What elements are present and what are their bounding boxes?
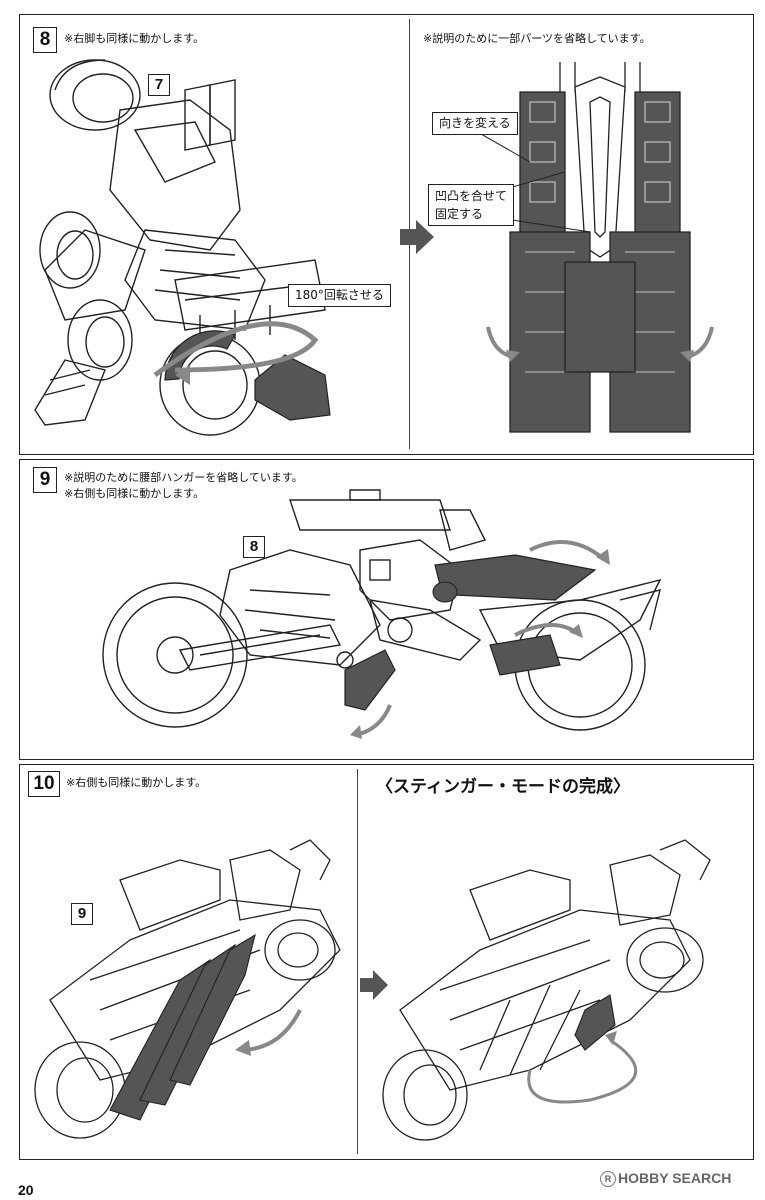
step-9-ref-step: 8 [243, 536, 265, 558]
align-callout: 凹凸を合せて 固定する [428, 184, 515, 226]
step-9-note-1: ※説明のために腰部ハンガーを省略しています。 [64, 471, 303, 484]
align-callout-line-2: 固定する [435, 207, 484, 221]
step-8-back-view-illustration [459, 62, 714, 433]
completed-bike-illustration [382, 839, 711, 1141]
step-9-bike-illustration [102, 489, 662, 739]
step-8-right-note: ※説明のために一部パーツを省略しています。 [423, 32, 651, 45]
step-9-note-2: ※右側も同様に動かします。 [64, 487, 205, 500]
step-10-divider [357, 769, 358, 1154]
step-10-right-arrow-icon [360, 970, 388, 1000]
align-callout-line-1: 凹凸を合せて [435, 189, 508, 203]
step-8-leg-illustration [34, 59, 331, 436]
step-10-note: ※右側も同様に動かします。 [66, 776, 207, 789]
step-10-bike-left-illustration [34, 839, 341, 1139]
step-8-right-arrow-icon [400, 220, 434, 254]
completion-title: 〈スティンガー・モードの完成〉 [376, 777, 630, 797]
direction-callout: 向きを変える [432, 112, 518, 135]
step-10-ref-step: 9 [71, 903, 93, 925]
step-9-number: 9 [33, 467, 57, 493]
rotate-arrow-icon [153, 321, 319, 378]
rotate-callout: 180°回転させる [288, 284, 391, 307]
step-8-number: 8 [33, 27, 57, 53]
step-8-ref-step: 7 [148, 74, 170, 96]
step-10-number: 10 [28, 771, 60, 797]
page-number: 20 [18, 1182, 34, 1198]
watermark-text: HOBBY SEARCH [618, 1170, 732, 1186]
watermark-mark: R [600, 1171, 616, 1188]
step-8-left-note: ※右脚も同様に動かします。 [64, 32, 205, 45]
